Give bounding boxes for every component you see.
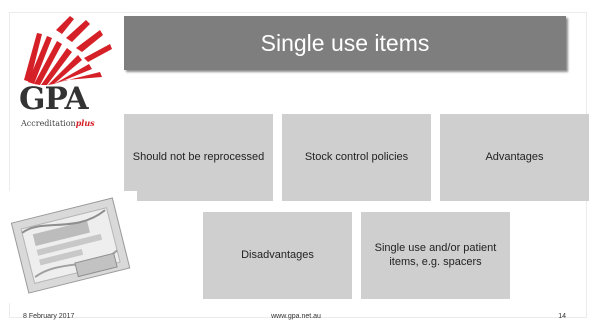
tile-disadvantages: Disadvantages [203,212,352,299]
logo-subtitle: Accreditationplus [21,118,95,128]
logo-sub-main: Accreditation [21,119,76,128]
slide-title: Single use items [260,29,430,56]
footer-page-number: 14 [558,313,566,320]
footer-date: 8 February 2017 [23,313,75,320]
title-bar: Single use items [124,16,566,70]
tile-stock-control-policies: Stock control policies [282,114,431,201]
tile-advantages: Advantages [440,114,589,201]
gpa-logo-swoosh-icon [24,16,112,85]
medical-packaging-photo [9,191,137,303]
logo-sub-plus: plus [75,118,95,128]
tile-should-not-be-reprocessed: Should not be reprocessed [124,114,273,201]
footer-url: www.gpa.net.au [271,313,321,320]
logo-wordmark: GPA [19,81,89,117]
tile-single-use-patient-items: Single use and/or patient items, e.g. sp… [361,212,510,299]
